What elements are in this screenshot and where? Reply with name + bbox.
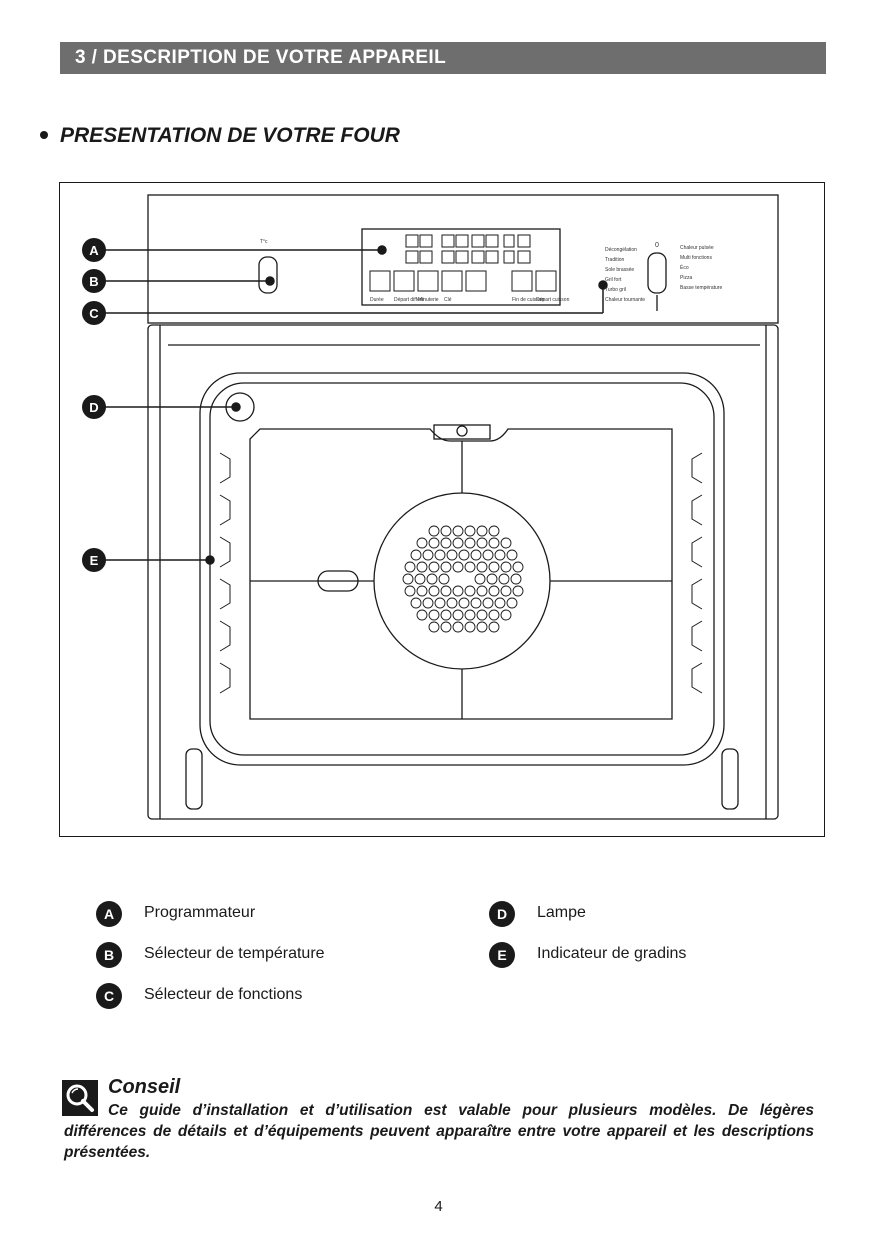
callout-label-d: D (89, 400, 98, 415)
tip-title: Conseil (108, 1076, 181, 1098)
callout-label-b: B (89, 274, 98, 289)
button-label-minuterie: Minuterie (418, 297, 439, 303)
function-label-10: Pizza (680, 275, 692, 281)
function-label-11: Basse température (680, 285, 722, 291)
programmer-display (361, 228, 561, 306)
function-knob (647, 252, 667, 294)
button-label-cle: Clé (444, 297, 452, 303)
legend-badge-b: B (96, 942, 122, 968)
function-label-3: Sole brassée (605, 267, 634, 273)
callout-label-a: A (89, 243, 99, 258)
callout-c (82, 301, 106, 325)
function-label-1: Décongélation (605, 247, 637, 253)
control-panel (147, 194, 779, 324)
section-title: 3 / DESCRIPTION DE VOTRE APPAREIL (75, 47, 447, 68)
temp-unit-label: T°c (260, 239, 268, 245)
function-label-6: Chaleur tournante (605, 297, 645, 303)
shelf-rails-left (219, 452, 231, 694)
button-label-depart-differe: Départ différé (394, 297, 424, 303)
callout-label-e: E (90, 553, 99, 568)
oven-cavity (199, 372, 725, 766)
function-label-2: Tradition (605, 257, 624, 263)
magnifier-icon (62, 1080, 98, 1116)
callout-label-c: C (89, 306, 99, 321)
temperature-knob (258, 256, 278, 294)
legend-label-d: Lampe (537, 904, 586, 921)
callout-b (82, 269, 106, 293)
legend-badge-c: C (96, 983, 122, 1009)
section-header-bar: 3 / DESCRIPTION DE VOTRE APPAREIL (60, 42, 826, 74)
bullet-icon (40, 131, 48, 139)
legend-badge-e: E (489, 942, 515, 968)
callout-a (82, 238, 106, 262)
tip-body: Ce guide d’installation et d’utilisation… (64, 1102, 814, 1161)
page-number: 4 (434, 1198, 443, 1215)
legend-badge-d: D (489, 901, 515, 927)
function-label-9: Éco (680, 264, 689, 271)
oven-figure: A B C D E T°c Durée Départ différé Minut… (59, 182, 825, 837)
legend-badge-a: A (96, 901, 122, 927)
function-label-5: Turbo gril (605, 287, 626, 293)
shelf-rails-right (691, 452, 703, 694)
display-digits (405, 234, 531, 264)
oven-illustration: A B C D E T°c Durée Départ différé Minut… (82, 194, 779, 820)
button-label-depart-cuisson: Départ cuisson (536, 297, 570, 303)
button-label-duree: Durée (370, 297, 384, 303)
fan-holes (402, 525, 524, 633)
legend-label-a: Programmateur (144, 904, 256, 921)
oven-body (147, 324, 779, 820)
subtitle-text: PRESENTATION DE VOTRE FOUR (60, 124, 400, 147)
callout-badges: A B C D E (82, 238, 106, 572)
panel-buttons (369, 270, 557, 292)
legend-label-b: Sélecteur de température (144, 945, 325, 962)
fan-cover (373, 492, 551, 670)
legend-label-c: Sélecteur de fonctions (144, 986, 303, 1003)
legend-label-e: Indicateur de gradins (537, 945, 687, 962)
function-dial-zero: 0 (655, 242, 659, 249)
function-label-4: Gril fort (605, 277, 622, 283)
callout-e (82, 548, 106, 572)
page-subtitle: PRESENTATION DE VOTRE FOUR (40, 124, 400, 148)
back-wall (249, 428, 673, 720)
callout-d (82, 395, 106, 419)
function-label-8: Multi fonctions (680, 255, 712, 261)
button-label-fin-cuisson: Fin de cuisson (512, 297, 544, 303)
function-label-7: Chaleur pulsée (680, 245, 714, 251)
